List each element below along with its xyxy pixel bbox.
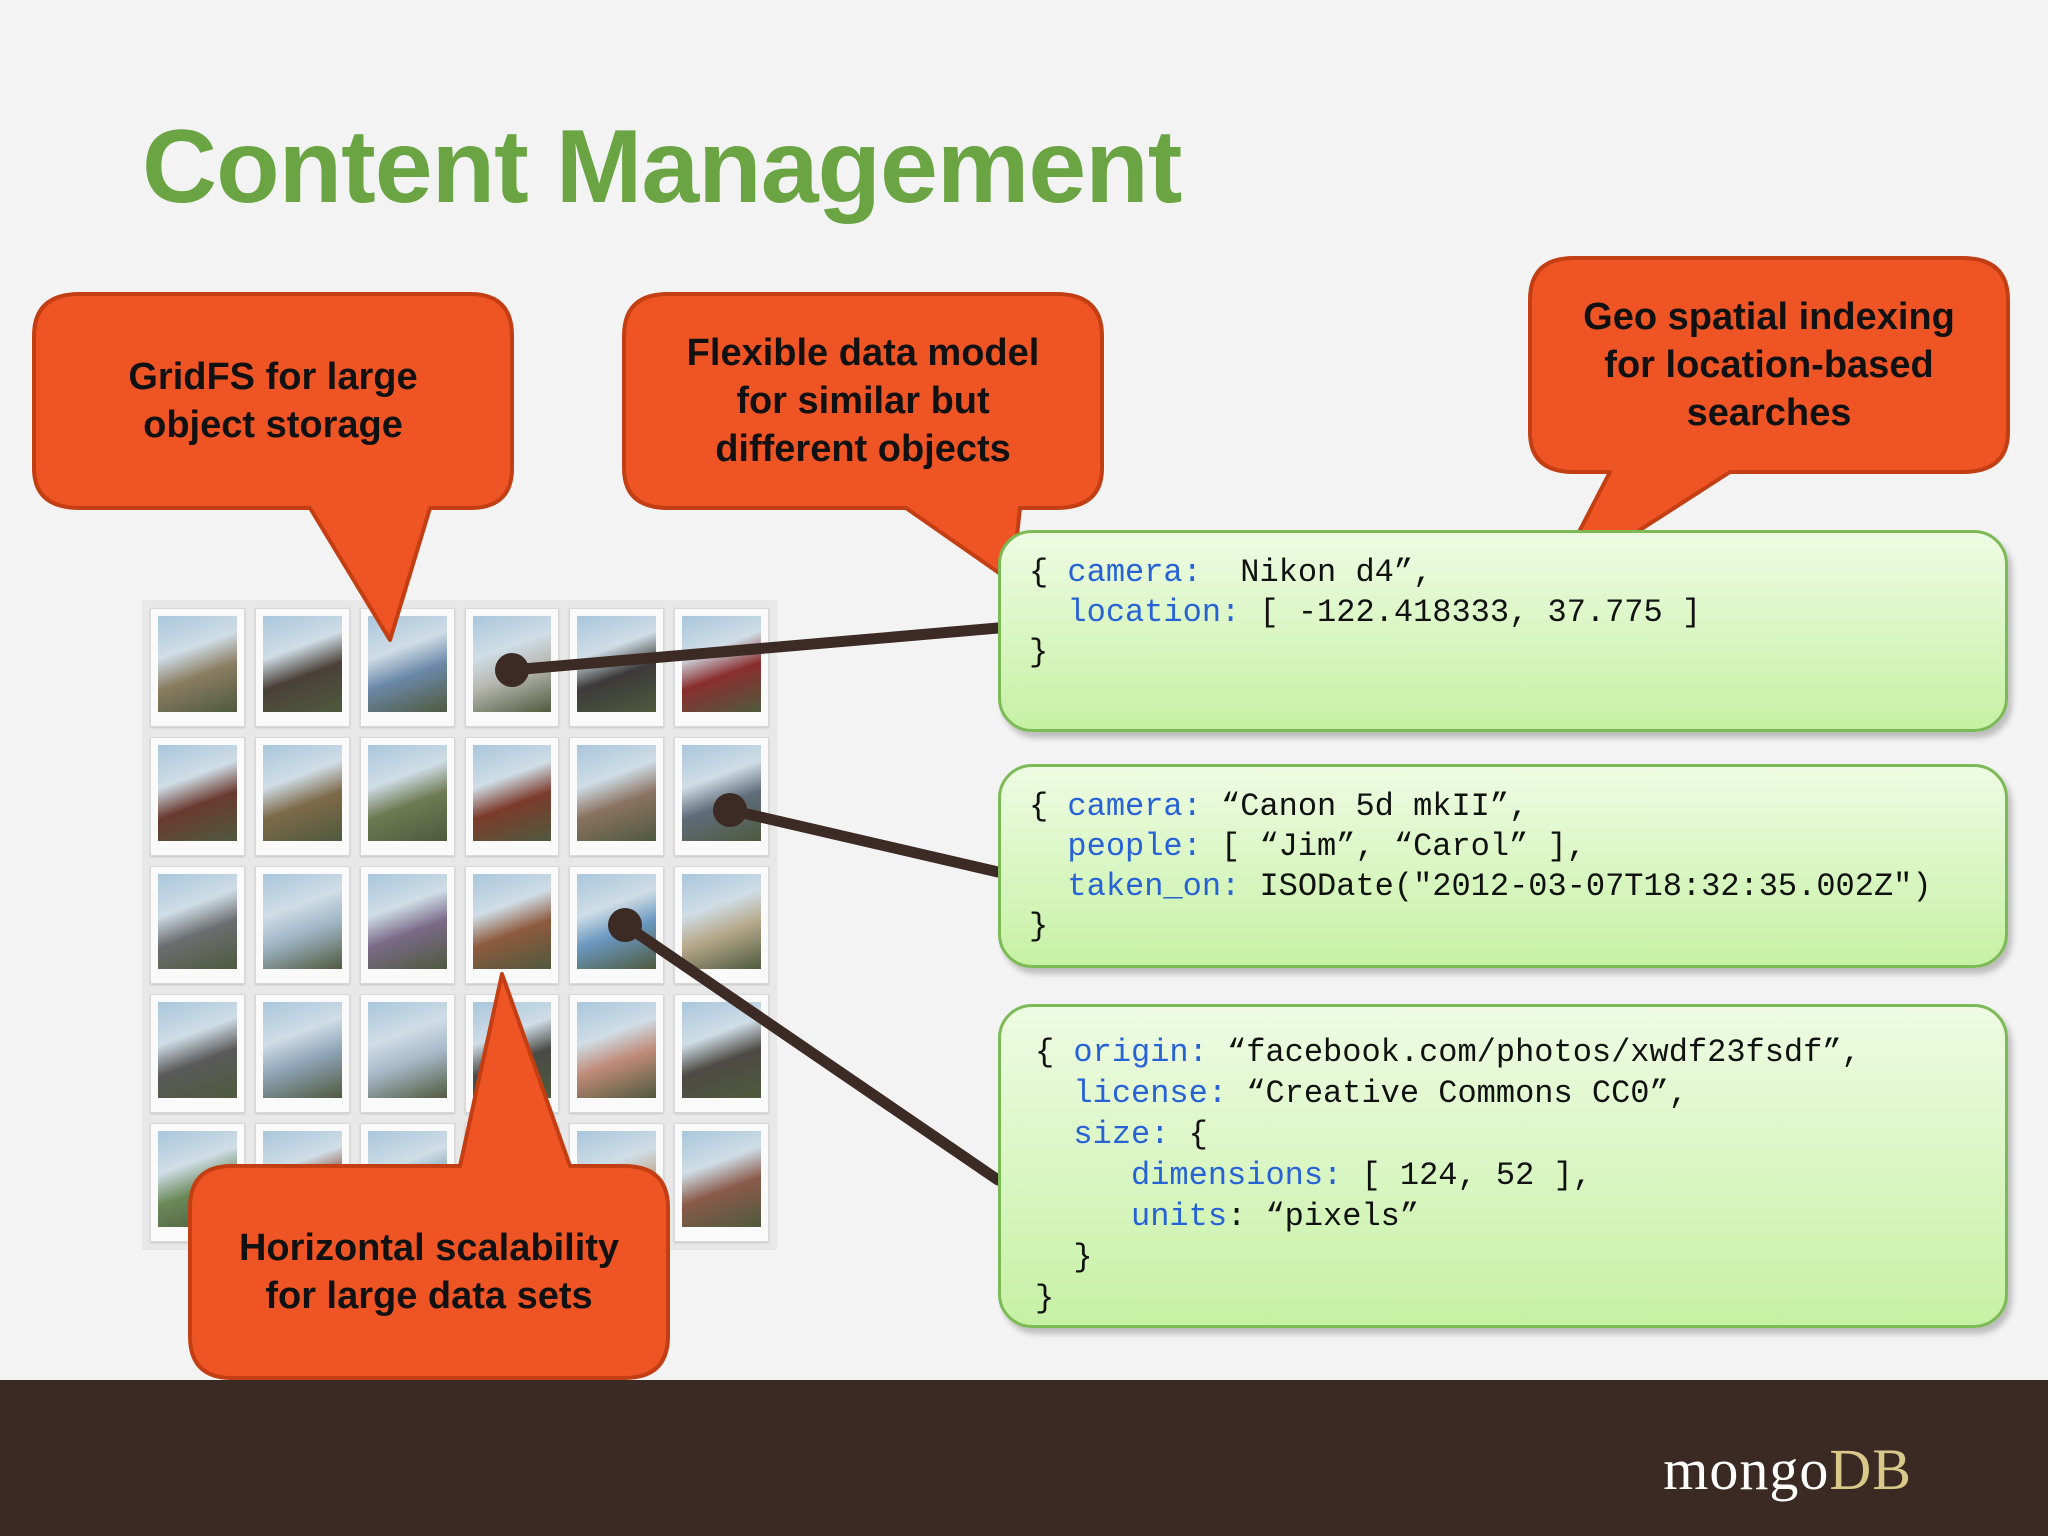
code-line: taken_on: ISODate("2012-03-07T18:32:35.0… [1067, 868, 1932, 905]
photo-thumbnail [359, 865, 455, 985]
photo-thumbnail [569, 994, 665, 1114]
callout-gridfs-text: GridFS for large object storage [128, 356, 418, 446]
code-line: dimensions: [ 124, 52 ], [1131, 1157, 1592, 1194]
document-box-3: { origin: “facebook.com/photos/xwdf23fsd… [998, 1004, 2008, 1328]
code-line: license: “Creative Commons CC0”, [1073, 1075, 1688, 1112]
code-line: { camera: “Canon 5d mkII”, [1029, 788, 1529, 825]
photo-image [472, 873, 552, 970]
code-line: location: [ -122.418333, 37.775 ] [1067, 594, 1702, 631]
code-line: } [1035, 1280, 1055, 1317]
code-line: units: “pixels” [1131, 1198, 1420, 1235]
document-box-2: { camera: “Canon 5d mkII”, people: [ “Ji… [998, 764, 2008, 968]
slide-title: Content Management [142, 109, 1182, 225]
photo-image [367, 1002, 447, 1099]
photo-image [158, 1002, 237, 1099]
photo-image [262, 616, 342, 712]
photo-thumbnail [359, 994, 455, 1114]
callout-scalability-text: Horizontal scalability for large data se… [238, 1227, 620, 1317]
photo-thumbnail [254, 865, 350, 985]
photo-thumbnail [464, 865, 560, 985]
code-line: } [1029, 908, 1049, 945]
photo-thumbnail [464, 736, 560, 856]
photo-thumbnail [674, 1123, 769, 1242]
photo-image [577, 744, 657, 841]
photo-image [367, 873, 447, 970]
connector-line-2 [724, 804, 1004, 878]
connector-line-1 [506, 622, 1004, 676]
connector-dot-2 [713, 793, 747, 827]
photo-thumbnail [254, 608, 350, 727]
photo-image [262, 1002, 342, 1099]
photo-image [682, 1131, 761, 1227]
photo-thumbnail [254, 736, 350, 856]
photo-image [682, 873, 761, 970]
code-line: { camera: Nikon d4”, [1029, 554, 1433, 591]
photo-image [577, 1002, 657, 1099]
photo-image [158, 744, 237, 841]
photo-image [472, 744, 552, 841]
photo-thumbnail [254, 994, 350, 1114]
callout-flexible-text: Flexible data model for similar but diff… [686, 332, 1040, 470]
photo-image [262, 873, 342, 970]
connector-dot-3 [608, 908, 642, 942]
photo-thumbnail [150, 736, 245, 856]
photo-image [158, 616, 237, 712]
photo-thumbnail [359, 736, 455, 856]
code-line: size: { [1073, 1116, 1208, 1153]
photo-thumbnail [359, 608, 455, 727]
connector-dot-1 [495, 653, 529, 687]
photo-thumbnail [150, 608, 245, 727]
footer-bar: mongoDB [0, 1380, 2048, 1536]
photo-image [262, 744, 342, 841]
code-line: { origin: “facebook.com/photos/xwdf23fsd… [1035, 1034, 1861, 1071]
photo-thumbnail [569, 736, 665, 856]
photo-image [367, 744, 447, 841]
document-box-1: { camera: Nikon d4”, location: [ -122.41… [998, 530, 2008, 732]
photo-thumbnail [674, 608, 769, 727]
callout-scalability-bubble [188, 972, 670, 1380]
code-line: people: [ “Jim”, “Carol” ], [1067, 828, 1586, 865]
photo-image [682, 616, 761, 712]
connector-line-3 [619, 919, 1004, 1186]
code-line: } [1035, 1239, 1093, 1276]
photo-image [367, 616, 447, 712]
photo-image [158, 873, 237, 970]
photo-thumbnail [150, 994, 245, 1114]
code-line: } [1029, 634, 1049, 671]
mongodb-logo: mongoDB [1663, 1437, 1912, 1502]
photo-image [682, 1002, 761, 1099]
callout-gridfs-bubble [32, 292, 514, 642]
photo-thumbnail [150, 865, 245, 985]
callout-geo-text: Geo spatial indexing for location-based … [1583, 296, 1955, 434]
